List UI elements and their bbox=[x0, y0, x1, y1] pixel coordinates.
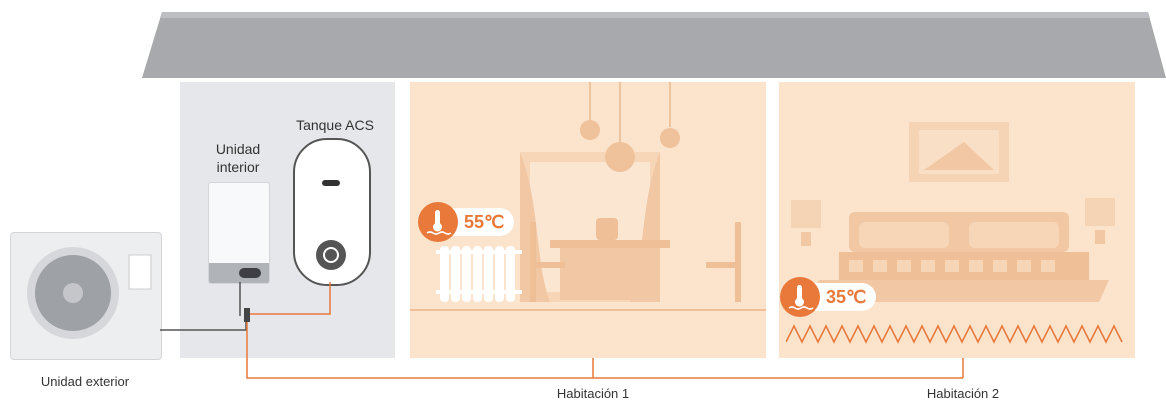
dhw-tank-label: Tanque ACS bbox=[280, 117, 390, 133]
radiator-temperature-badge: 55℃ bbox=[418, 202, 514, 242]
outdoor-unit-label: Unidad exterior bbox=[10, 374, 160, 389]
floor-temperature-badge: 35℃ bbox=[780, 277, 876, 317]
refrigerant-pipe bbox=[160, 316, 246, 330]
room-1-label: Habitación 1 bbox=[533, 386, 653, 401]
thermometer-icon bbox=[418, 202, 458, 242]
thermometer-icon bbox=[780, 277, 820, 317]
room-2-label: Habitación 2 bbox=[903, 386, 1023, 401]
tank-pipe bbox=[250, 282, 330, 314]
indoor-unit-label: Unidad interior bbox=[196, 140, 280, 176]
distribution-pipe bbox=[247, 322, 963, 378]
